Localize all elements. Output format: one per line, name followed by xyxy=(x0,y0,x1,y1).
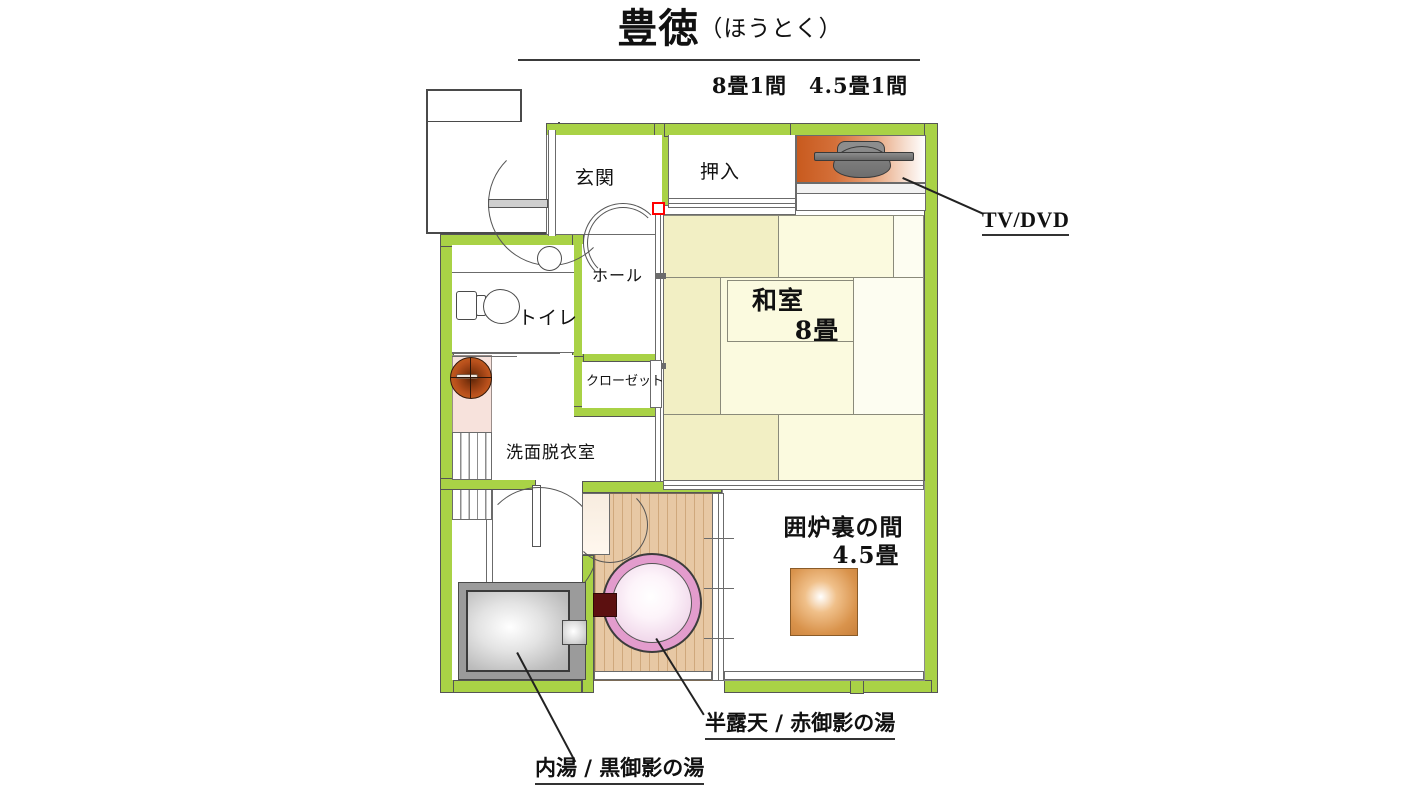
tatami-mat xyxy=(893,215,924,278)
deck-door-swing-arc xyxy=(572,487,648,563)
hall-door-swing-arc xyxy=(583,203,663,283)
tatami-mat xyxy=(663,414,779,482)
irori-door-mullion xyxy=(704,588,734,590)
toilet-bowl-icon xyxy=(483,289,520,324)
label-irori-size: 4.5畳 xyxy=(832,542,900,569)
tv-icon xyxy=(833,146,891,178)
tokonoma-step xyxy=(796,183,926,194)
tokonoma-alcove xyxy=(796,135,926,183)
washbasin-counter-line2 xyxy=(452,356,517,358)
washbasin-line-v xyxy=(470,358,472,398)
page-title: 豊徳（ほうとく） xyxy=(520,8,940,50)
closet-sliding-doors xyxy=(650,360,662,408)
title-divider xyxy=(518,59,920,61)
bathroom-partition-line2 xyxy=(492,490,494,582)
tv-stand-bar xyxy=(814,152,914,161)
bathroom-partition-line xyxy=(486,520,488,582)
indoor-bath-tub xyxy=(466,590,570,672)
outdoor-bath-water xyxy=(611,562,693,644)
porch-outer-rect xyxy=(426,89,522,123)
label-toilet: トイレ xyxy=(518,307,579,329)
washbasin-counter-line xyxy=(452,352,560,354)
tatami-label-box xyxy=(727,280,855,342)
tatami-mat xyxy=(778,215,894,278)
tatami-mat xyxy=(663,215,779,278)
callout-tv-dvd: TV/DVD xyxy=(982,207,1070,236)
title-kana: （ほうとく） xyxy=(699,16,843,42)
irori-bottom-window xyxy=(724,671,924,680)
hand-basin-icon xyxy=(537,246,562,271)
wall-bottom-left xyxy=(440,680,582,693)
shoji-track-line xyxy=(663,485,924,487)
callout-outdoor-bath: 半露天 / 赤御影の湯 xyxy=(705,707,896,740)
irori-door-mullion xyxy=(704,538,734,540)
label-closet: クローゼット xyxy=(586,374,665,389)
irori-door-mullion xyxy=(704,638,734,640)
label-oshiire: 押入 xyxy=(700,161,741,183)
room-closet xyxy=(582,362,662,408)
label-hall: ホール xyxy=(592,266,644,285)
oshiire-door-track xyxy=(668,203,796,205)
washroom-steps-icon xyxy=(452,432,492,480)
shoji-track-line xyxy=(660,207,662,482)
tatami-mat xyxy=(853,277,924,415)
wall-bottom-right xyxy=(724,680,932,693)
irori-door-track xyxy=(718,493,720,681)
tatami-mat xyxy=(778,414,924,482)
hall-door-swing-arc-inner xyxy=(587,207,659,279)
label-irori-name: 囲炉裏の間 xyxy=(783,514,904,541)
entry-marker-icon xyxy=(652,202,665,215)
title-subtitle: 8畳1間 4.5畳1間 xyxy=(711,73,909,98)
wall-right xyxy=(924,123,938,693)
tatami-mat xyxy=(663,277,721,415)
washbasin-tap xyxy=(456,374,478,379)
outdoor-bath-spout-icon xyxy=(593,593,617,617)
hall-door-jamb-upper xyxy=(656,273,666,279)
label-washitsu-size: 8畳 xyxy=(794,316,840,345)
washbasin-line-h xyxy=(451,377,492,379)
indoor-bath-spout-icon xyxy=(562,620,587,645)
genkan-threshold xyxy=(548,130,556,236)
bathroom-steps-icon xyxy=(452,490,492,520)
toilet-divider-line xyxy=(452,272,574,274)
label-genkan: 玄関 xyxy=(575,167,616,189)
deck-bottom-window xyxy=(594,671,712,680)
outdoor-round-bath xyxy=(602,553,702,653)
toilet-tank-icon xyxy=(456,291,477,320)
label-washitsu-name: 和室 xyxy=(751,286,804,315)
irori-hearth-icon xyxy=(790,568,858,636)
title-kanji: 豊徳 xyxy=(617,5,700,52)
tokonoma-front-line xyxy=(796,194,926,211)
label-washroom: 洗面脱衣室 xyxy=(506,443,596,463)
callout-indoor-bath: 内湯 / 黒御影の湯 xyxy=(535,752,705,785)
